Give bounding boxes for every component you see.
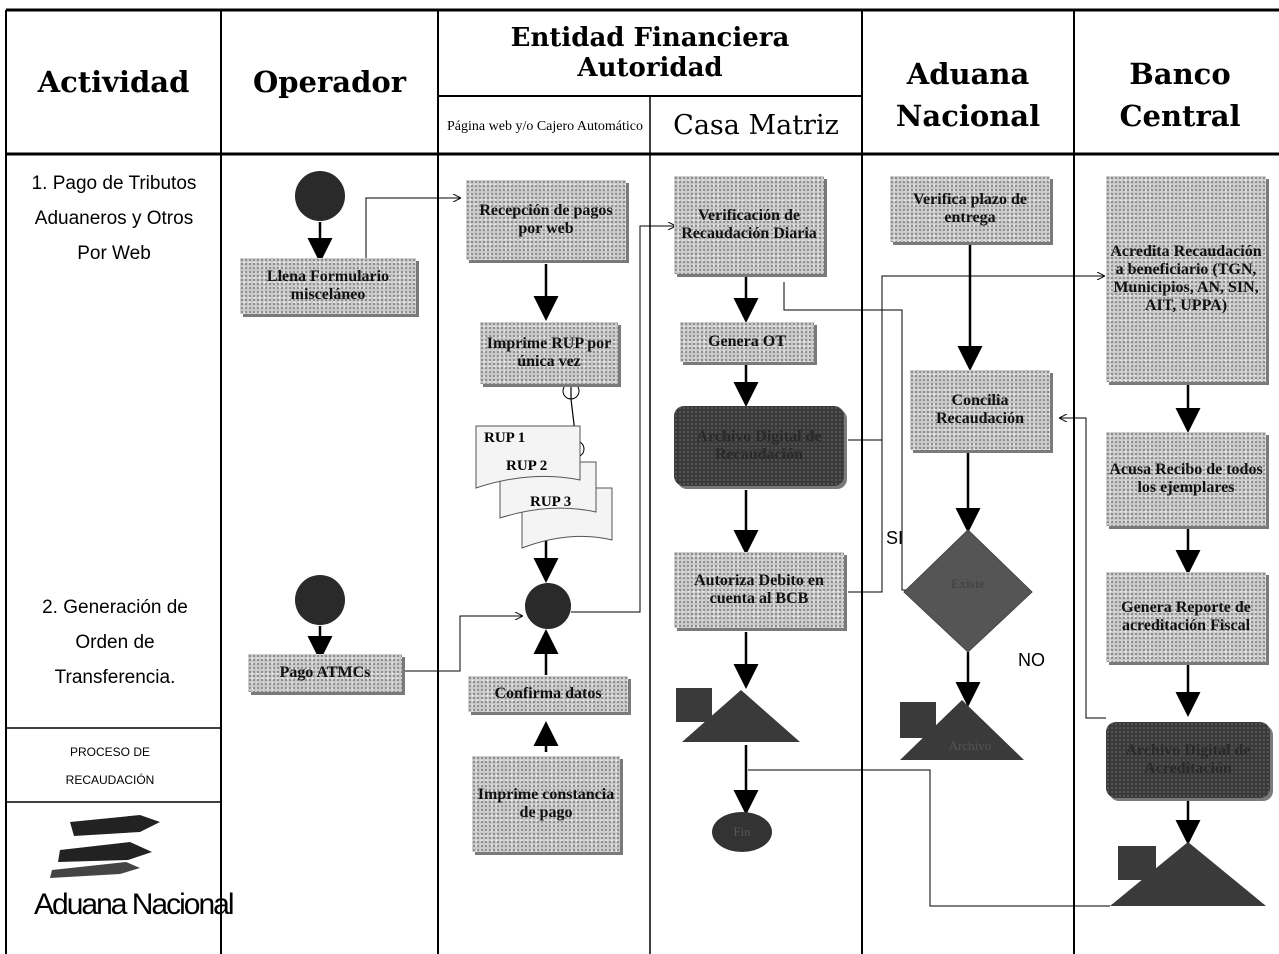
decision-no: NO [1018,650,1045,670]
rup-2-label: RUP 2 [506,458,548,474]
header-entidad-financiera: Entidad Financiera Autoridad [510,23,790,83]
box-recepcion-pagos: Recepción de pagos por web [466,180,626,260]
activity-1: 1. Pago de Tributos Aduaneros y Otros Po… [31,173,197,264]
box-concilia: Concilia Recaudación [910,370,1050,450]
rup-3-label: RUP 3 [530,494,572,510]
start-circle-2 [295,575,345,625]
start-circle [295,171,345,221]
fin-terminator [712,812,772,852]
header-banco-central: Banco Central [1119,57,1241,133]
rup-1-label: RUP 1 [484,430,526,446]
box-autoriza-debito: Autoriza Debito en cuenta al BCB [674,552,844,628]
archivo-aduana-label: Archivo [948,738,992,753]
logo-arrows [50,815,160,878]
header-casa-matriz: Casa Matriz [673,109,839,141]
box-genera-reporte: Genera Reporte de acreditación Fiscal [1106,572,1266,662]
box-verificacion: Verificación de Recaudación Diaria [674,176,824,274]
box-verifica-plazo: Verifica plazo de entrega [890,176,1050,242]
rup-documents [475,425,613,549]
table-grid [5,8,1279,954]
header-actividad: Actividad [37,65,190,99]
box-archivo-digital: Archivo Digital de Recaudación [674,406,844,486]
merge-circle [525,583,571,629]
box-genera-ot: Genera OT [680,322,814,362]
existe-label: Existe [951,576,985,591]
archive-shape-aduana [900,700,1024,760]
box-imprime-rup: Imprime RUP por única vez [480,322,618,384]
box-archivo-banco: Archivo Digital de Acreditación [1106,722,1270,798]
box-llena-formulario: Llena Formulario misceláneo [240,258,416,314]
decision-diamond [903,529,1033,653]
header-pagina-web: Página web y/o Cajero Automático [447,118,643,134]
fin-label: Fin [733,824,751,839]
box-pago-atmc: Pago ATMCs [248,654,402,692]
header-aduana-nacional: Aduana Nacional [895,57,1041,133]
aduana-logo-text: Aduana Nacional [34,888,235,921]
box-confirma-datos: Confirma datos [468,676,628,712]
archive-shape-banco [1110,842,1266,906]
box-imprime-constancia: Imprime constancia de pago [472,756,620,852]
box-acredita: Acredita Recaudación a beneficiario (TGN… [1106,176,1266,382]
decision-si: SI [886,528,904,548]
proceso-label: PROCESO DE RECAUDACIÓN [65,745,155,787]
box-acusa-recibo: Acusa Recibo de todos los ejemplares [1106,432,1266,526]
archive-shape-casa [676,688,800,742]
activity-2: 2. Generación de Orden de Transferencia. [42,597,188,688]
header-operador: Operador [253,65,406,99]
